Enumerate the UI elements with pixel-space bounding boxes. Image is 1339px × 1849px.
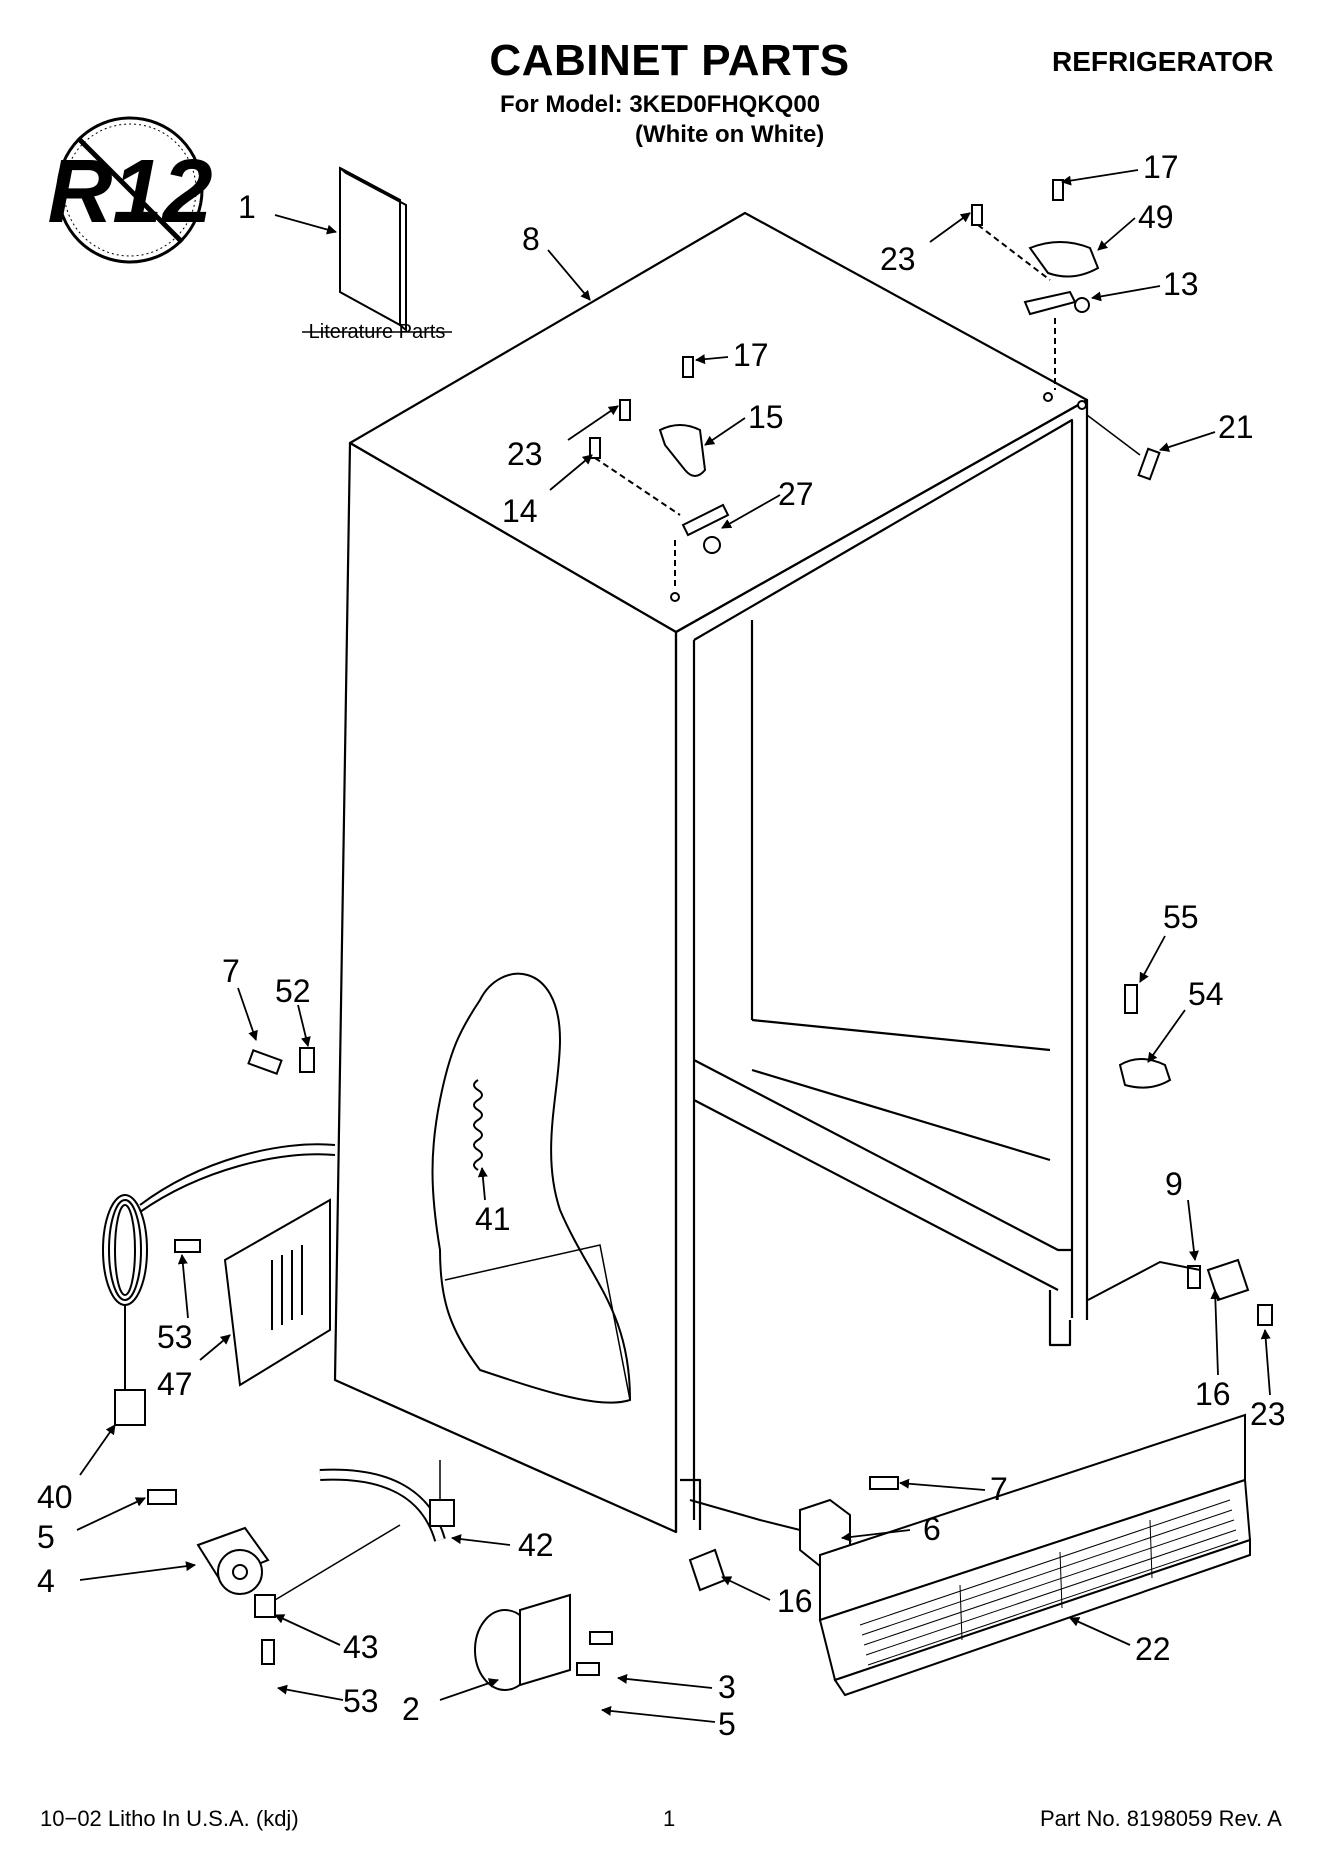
roller-assembly <box>147 1489 401 1665</box>
page-title: CABINET PARTS <box>489 36 850 85</box>
control-box <box>174 1198 331 1387</box>
hinge-pin-leader <box>1086 414 1141 456</box>
screw-and-clip-left <box>247 1047 315 1075</box>
callout-2: 2 <box>402 1691 420 1727</box>
callout-5-a: 5 <box>37 1519 55 1555</box>
literature-booklet <box>339 166 407 333</box>
callout-22: 22 <box>1135 1631 1171 1667</box>
callout-labels: 1 8 17 49 23 13 17 15 23 14 27 21 55 54 … <box>37 149 1286 1742</box>
callout-4: 4 <box>37 1563 55 1599</box>
callout-16-b: 16 <box>777 1583 813 1619</box>
callout-54: 54 <box>1188 976 1224 1012</box>
callout-6: 6 <box>923 1511 941 1547</box>
hinge-pin <box>1137 447 1161 481</box>
callout-1: 1 <box>238 189 256 225</box>
cabinet-body <box>333 211 1089 1534</box>
upper-hinge-right <box>971 179 1100 410</box>
callout-15: 15 <box>748 399 784 435</box>
callout-53-b: 53 <box>343 1683 379 1719</box>
literature-label: Literature Parts <box>309 321 446 343</box>
model-info: For Model: 3KED0FHQKQ00 (White on White) <box>500 90 824 150</box>
callout-7-a: 7 <box>222 953 240 989</box>
callout-21: 21 <box>1218 409 1254 445</box>
callout-14: 14 <box>502 493 538 529</box>
callout-17-b: 17 <box>733 337 769 373</box>
callout-5-b: 5 <box>718 1706 736 1742</box>
appliance-type: REFRIGERATOR <box>1052 46 1274 77</box>
callout-leaders <box>76 169 1271 1723</box>
callout-27: 27 <box>778 476 814 512</box>
leveling-assembly <box>474 1593 613 1691</box>
callout-53-a: 53 <box>157 1319 193 1355</box>
callout-49: 49 <box>1138 199 1174 235</box>
drain-spring <box>473 1079 483 1171</box>
model-line: For Model: 3KED0FHQKQ00 <box>500 91 821 118</box>
callout-16-a: 16 <box>1195 1376 1231 1412</box>
callout-8: 8 <box>522 221 540 257</box>
callout-7-b: 7 <box>990 1471 1008 1507</box>
callout-47: 47 <box>157 1366 193 1402</box>
lower-right-hinge-hardware <box>1087 1258 1273 1326</box>
footer-litho: 10−02 Litho In U.S.A. (kdj) <box>40 1806 299 1831</box>
upper-hinge-left <box>589 356 730 602</box>
callout-41: 41 <box>475 1201 511 1237</box>
lower-hinge-plate-right <box>1118 984 1172 1089</box>
callout-13: 13 <box>1163 266 1199 302</box>
footer-part-number: Part No. 8198059 Rev. A <box>1040 1806 1282 1831</box>
callout-3: 3 <box>718 1669 736 1705</box>
power-cord <box>102 1143 336 1426</box>
callout-23-c: 23 <box>1250 1396 1286 1432</box>
base-grille <box>818 1413 1252 1697</box>
callout-9: 9 <box>1165 1166 1183 1202</box>
no-r12-icon: R12 <box>47 116 213 264</box>
callout-42: 42 <box>518 1527 554 1563</box>
cabinet-cutaway <box>431 972 632 1404</box>
callout-23-b: 23 <box>507 436 543 472</box>
callout-43: 43 <box>343 1629 379 1665</box>
cutaway-inner <box>444 1244 631 1401</box>
footer-page-number: 1 <box>663 1806 676 1831</box>
callout-55: 55 <box>1163 899 1199 935</box>
callout-52: 52 <box>275 973 311 1009</box>
callout-23-a: 23 <box>880 241 916 277</box>
color-line: (White on White) <box>635 121 825 148</box>
callout-40: 40 <box>37 1479 73 1515</box>
callout-17-a: 17 <box>1143 149 1179 185</box>
